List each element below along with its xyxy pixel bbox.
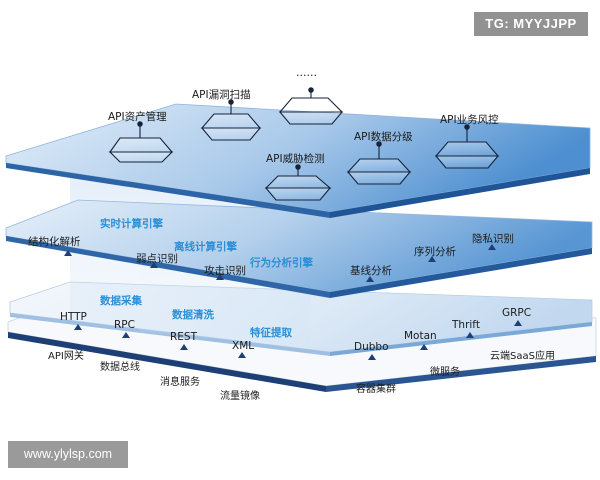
label-api-vuln-scan: API漏洞扫描 (192, 88, 251, 101)
frustum-icons (108, 87, 500, 201)
label-weakness-id: 弱点识别 (136, 253, 178, 265)
label-data-bus: 数据总线 (100, 360, 140, 373)
ellipsis-label: …… (296, 67, 317, 79)
label-privacy: 隐私识别 (472, 233, 514, 245)
label-realtime-engine: 实时计算引擎 (100, 217, 163, 230)
analysis-markers (64, 244, 496, 282)
label-feature-extract: 特征提取 (250, 326, 292, 339)
watermark-bottom: www.ylylsp.com (8, 441, 128, 468)
label-baseline: 基线分析 (350, 264, 392, 277)
label-sequence: 序列分析 (414, 245, 456, 258)
label-microservice: 微服务 (430, 365, 460, 378)
label-api-threat-detect: API威胁检测 (266, 152, 325, 165)
label-grpc: GRPC (502, 307, 531, 319)
label-motan: Motan (404, 330, 437, 342)
label-struct-parse: 结构化解析 (28, 235, 81, 248)
label-api-asset-management: API资产管理 (108, 110, 167, 123)
label-attack-id: 攻击识别 (204, 264, 246, 277)
frustum-threat-detect (264, 164, 332, 201)
label-traffic-mirror: 流量镜像 (220, 389, 260, 402)
frustum-top (278, 87, 344, 125)
label-rest: REST (170, 331, 198, 343)
label-rpc: RPC (114, 319, 135, 331)
label-data-collect: 数据采集 (99, 294, 142, 307)
frustum-data-grading (346, 141, 412, 185)
label-cloud-saas: 云端SaaS应用 (490, 349, 555, 362)
protocol-markers (74, 320, 522, 360)
analysis-layer (5, 199, 593, 298)
label-message-service: 消息服务 (160, 375, 200, 388)
label-http: HTTP (60, 311, 87, 323)
label-offline-engine: 离线计算引擎 (174, 240, 237, 253)
label-dubbo: Dubbo (354, 341, 389, 353)
label-api-data-grading: API数据分级 (354, 130, 413, 143)
label-thrift: Thrift (451, 319, 480, 331)
label-api-biz-risk: API业务风控 (440, 113, 499, 126)
frustum-asset-management (108, 121, 174, 163)
label-data-clean: 数据清洗 (171, 308, 214, 321)
frustum-biz-risk (434, 124, 500, 169)
label-container-cluster: 容器集群 (356, 382, 396, 395)
label-api-gateway: API网关 (48, 349, 84, 362)
label-xml: XML (232, 340, 254, 352)
watermark-top: TG: MYYJJPP (474, 12, 588, 36)
frustum-vuln-scan (200, 99, 262, 141)
label-behavior-engine: 行为分析引擎 (249, 256, 313, 269)
capability-layer (5, 103, 591, 218)
